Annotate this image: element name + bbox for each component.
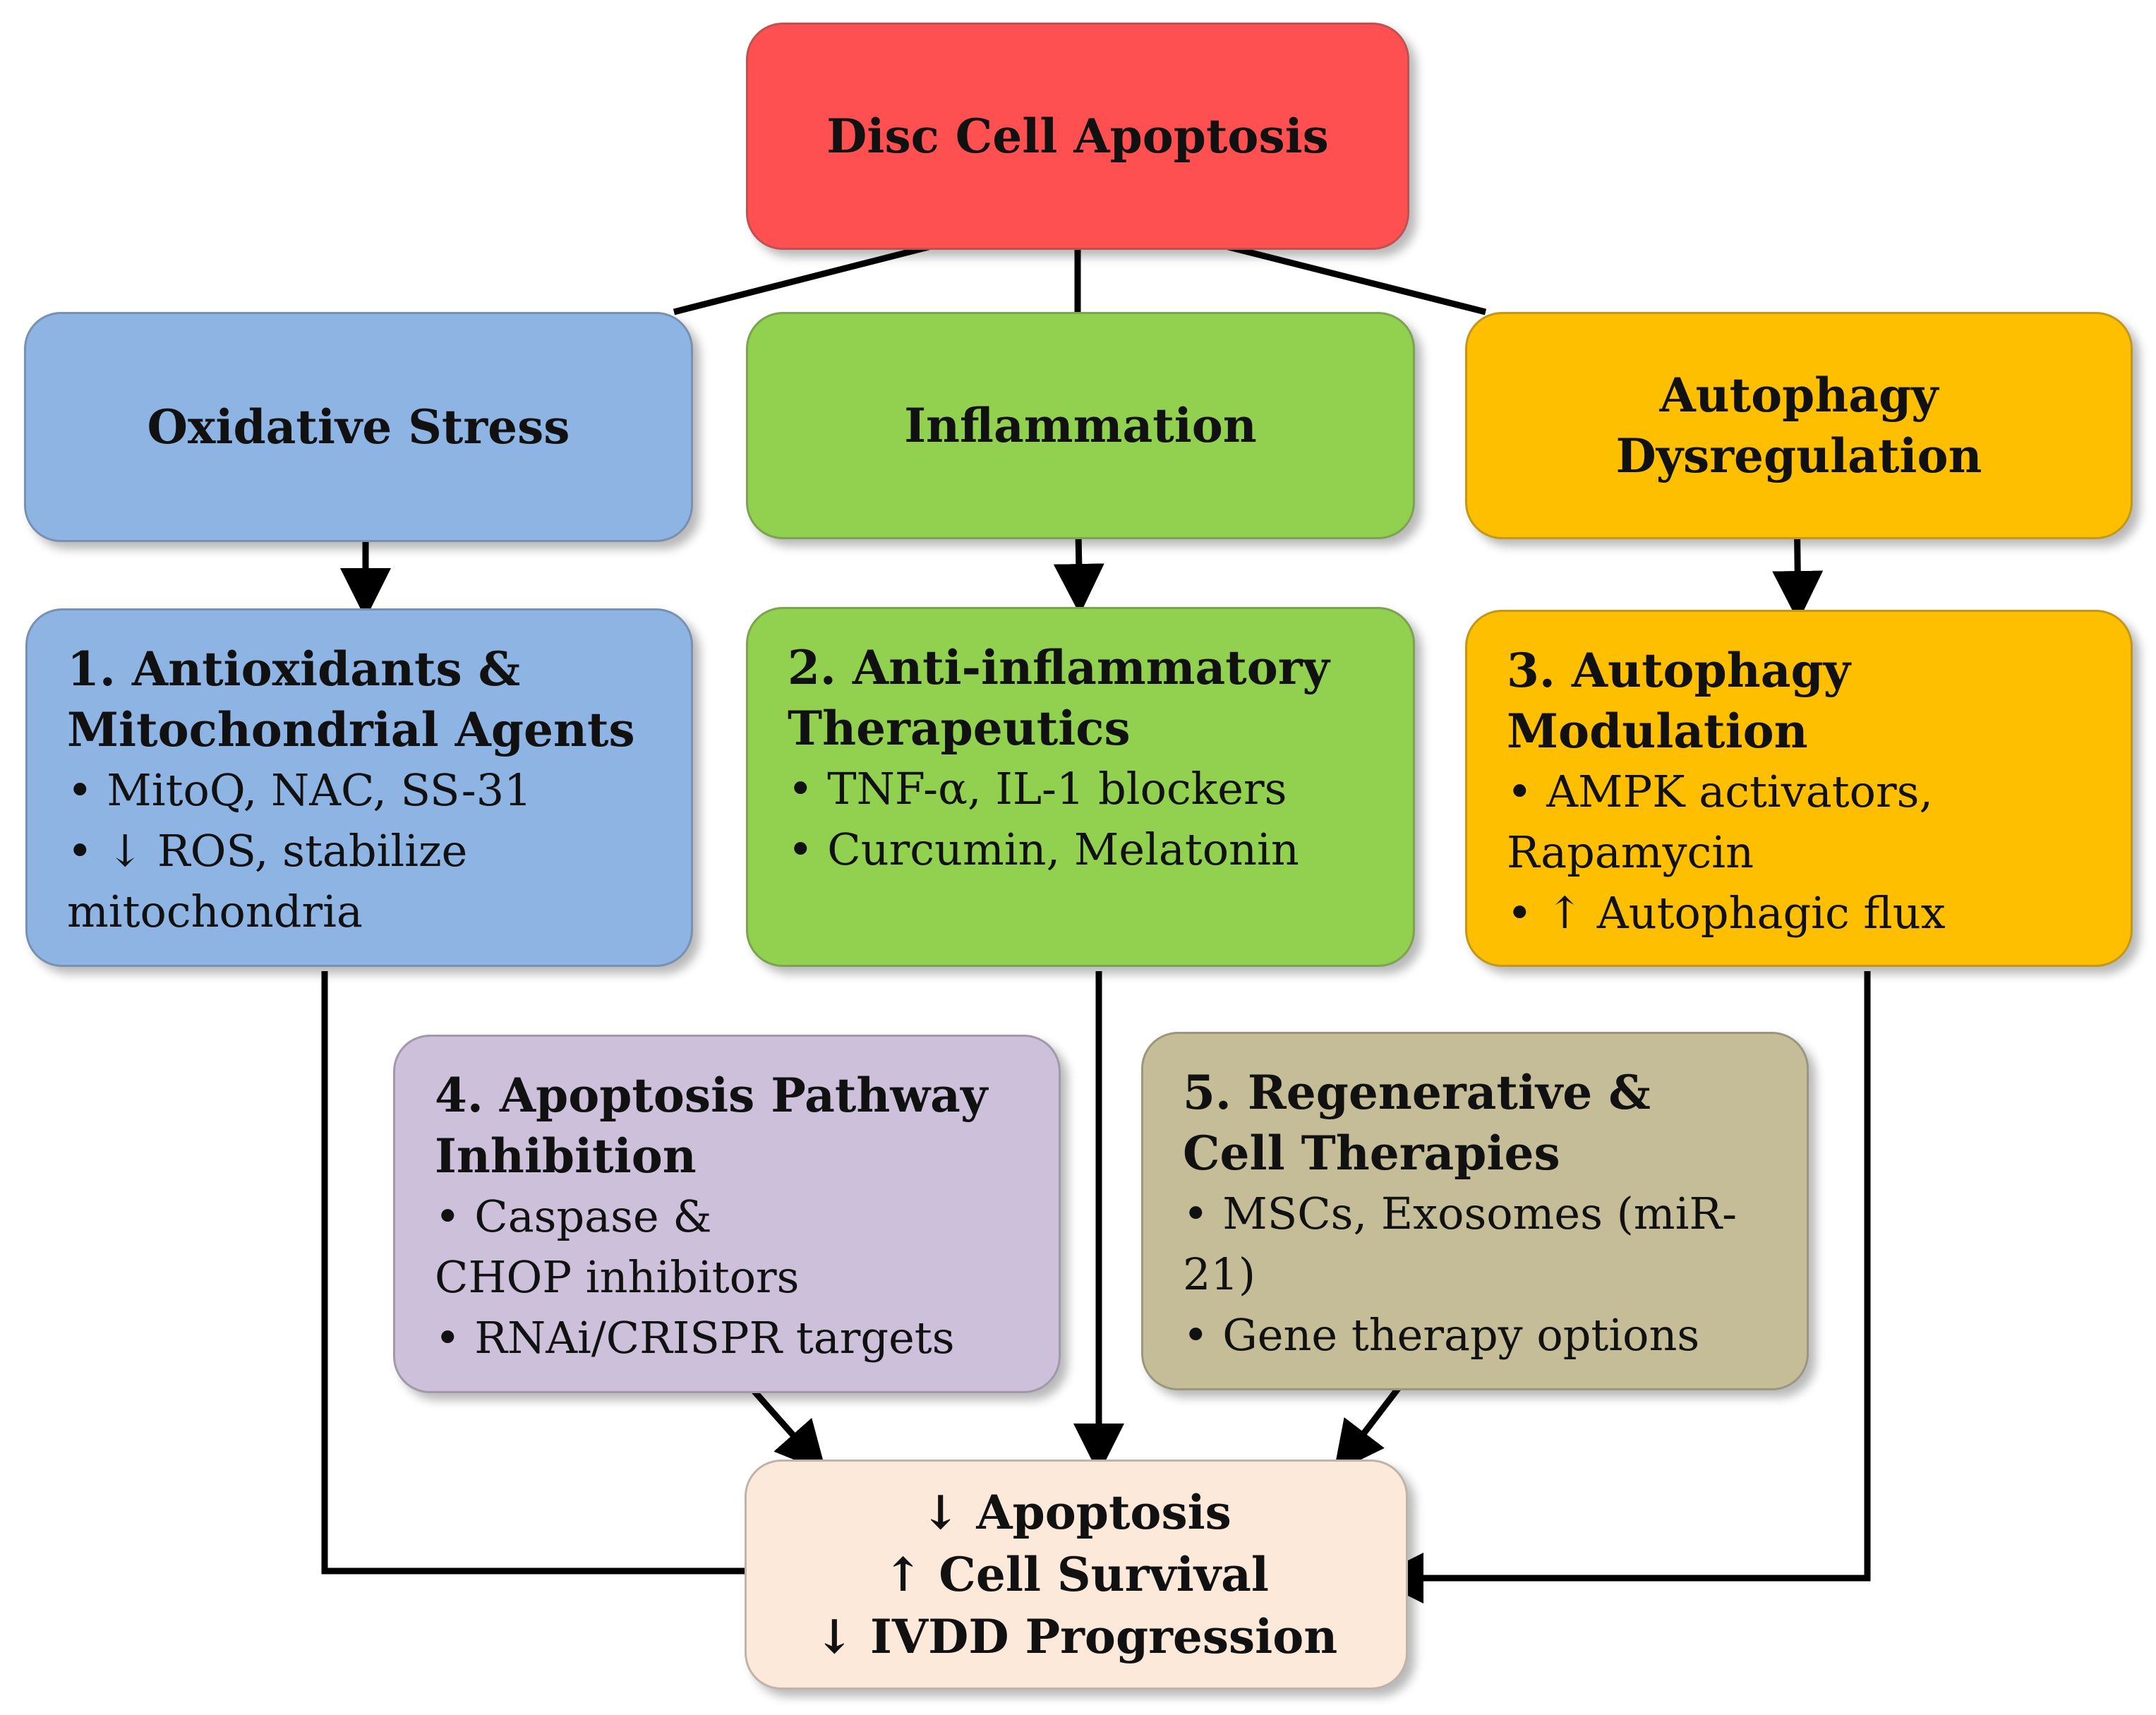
strategy-bullet-regenerative-1: • MSCs, Exosomes (miR-21)	[1183, 1188, 1738, 1300]
strategy-node-regenerative: 5. Regenerative & Cell Therapies • MSCs,…	[1141, 1032, 1809, 1390]
outcome-line-cell-survival: ↑ Cell Survival	[884, 1547, 1269, 1602]
strategy-node-autophagy-modulation: 3. Autophagy Modulation • AMPK activator…	[1465, 610, 2133, 967]
strategy-title-regenerative: 5. Regenerative & Cell Therapies	[1183, 1065, 1651, 1181]
strategy-bullet-apoptosis-inhibition-1: • Caspase & CHOP inhibitors	[435, 1191, 800, 1303]
strategy-bullet-anti-inflammatory-2: • Curcumin, Melatonin	[788, 824, 1299, 875]
cause-label-oxidative-stress: Oxidative Stress	[147, 399, 570, 455]
cause-node-inflammation: Inflammation	[746, 312, 1415, 539]
root-node-label: Disc Cell Apoptosis	[826, 109, 1329, 164]
strategy-title-antioxidants: 1. Antioxidants & Mitochondrial Agents	[67, 642, 635, 757]
strategy-title-anti-inflammatory: 2. Anti-inflammatory Therapeutics	[788, 640, 1330, 756]
strategy-bullet-antioxidants-1: • MitoQ, NAC, SS-31	[67, 764, 532, 816]
cause-node-oxidative-stress: Oxidative Stress	[24, 312, 693, 542]
strategy-node-antioxidants: 1. Antioxidants & Mitochondrial Agents •…	[25, 608, 693, 967]
arrow-modulation-to-outcome	[1373, 971, 1871, 1603]
outcome-line-ivdd-progression: ↓ IVDD Progression	[814, 1609, 1338, 1664]
outcome-line-apoptosis: ↓ Apoptosis	[921, 1485, 1231, 1540]
strategy-bullet-antioxidants-2: • ↓ ROS, stabilize mitochondria	[67, 825, 468, 937]
cause-label-autophagy-dysregulation: Autophagy Dysregulation	[1615, 368, 1982, 483]
strategy-title-apoptosis-inhibition: 4. Apoptosis Pathway Inhibition	[435, 1068, 988, 1184]
strategy-bullet-autophagy-modulation-1: • AMPK activators, Rapamycin	[1507, 766, 1934, 878]
arrow-antioxidants-to-outcome	[321, 971, 800, 1596]
strategy-node-anti-inflammatory: 2. Anti-inflammatory Therapeutics • TNF-…	[746, 607, 1415, 967]
outcome-node: ↓ Apoptosis ↑ Cell Survival ↓ IVDD Progr…	[745, 1460, 1408, 1690]
strategy-node-apoptosis-inhibition: 4. Apoptosis Pathway Inhibition • Caspas…	[393, 1035, 1061, 1393]
cause-node-autophagy-dysregulation: Autophagy Dysregulation	[1465, 312, 2133, 539]
strategy-bullet-anti-inflammatory-1: • TNF-α, IL-1 blockers	[788, 763, 1287, 814]
root-node-disc-cell-apoptosis: Disc Cell Apoptosis	[746, 23, 1409, 250]
strategy-title-autophagy-modulation: 3. Autophagy Modulation	[1507, 643, 1850, 759]
strategy-bullet-regenerative-2: • Gene therapy options	[1183, 1309, 1700, 1361]
arrow-apoptosis-inhibition-to-outcome	[743, 1380, 826, 1473]
cause-label-inflammation: Inflammation	[904, 398, 1257, 453]
strategy-bullet-apoptosis-inhibition-2: • RNAi/CRISPR targets	[435, 1312, 955, 1364]
strategy-bullet-autophagy-modulation-2: • ↑ Autophagic flux	[1507, 887, 1946, 939]
